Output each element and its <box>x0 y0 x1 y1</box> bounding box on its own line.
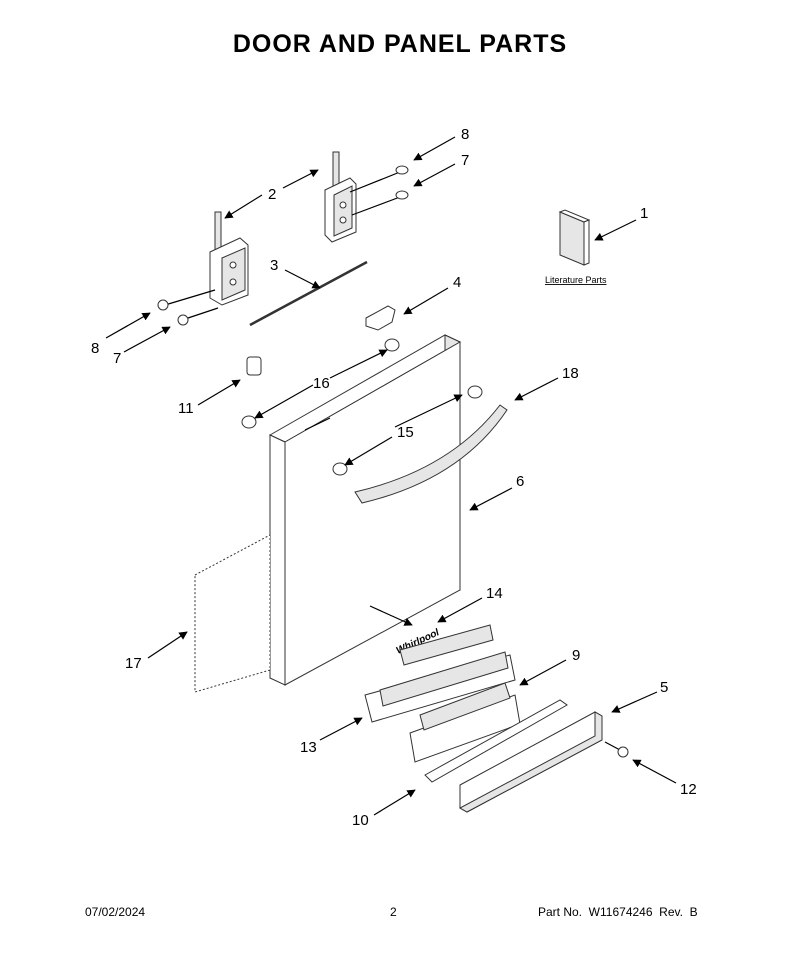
callout-15: 15 <box>397 424 414 441</box>
page-title: DOOR AND PANEL PARTS <box>232 30 568 58</box>
callout-numbers: 1 2 3 4 5 6 7 7 8 8 9 10 11 12 13 14 15 … <box>91 126 697 829</box>
callout-13: 13 <box>300 739 317 756</box>
callout-10: 10 <box>352 812 369 829</box>
callout-leaders <box>105 136 677 816</box>
footer-page-number: 2 <box>390 905 397 919</box>
callout-2: 2 <box>268 186 276 203</box>
kick-plate-screw <box>604 741 629 758</box>
callout-3: 3 <box>270 257 278 274</box>
callout-7-left: 7 <box>113 350 121 367</box>
callout-8-right: 8 <box>461 126 469 143</box>
callout-1: 1 <box>640 205 648 222</box>
hinge-left <box>209 211 249 306</box>
kick-plate-bracket <box>458 711 603 813</box>
door-rod <box>249 260 368 327</box>
callout-4: 4 <box>453 274 461 291</box>
literature-booklet <box>558 209 591 266</box>
callout-9: 9 <box>572 647 580 664</box>
callout-17: 17 <box>125 655 142 672</box>
callout-12: 12 <box>680 781 697 798</box>
hinge-right <box>324 151 357 243</box>
console-panel <box>399 624 494 666</box>
footer-date: 07/02/2024 <box>85 905 146 919</box>
footer-part-number: Part No. W11674246 Rev. B <box>538 905 698 919</box>
toe-kick <box>424 699 568 783</box>
callout-18: 18 <box>562 365 579 382</box>
insulation-panel <box>194 534 271 693</box>
callout-7-right: 7 <box>461 152 469 169</box>
callout-16: 16 <box>313 375 330 392</box>
hinge-screws <box>157 165 409 326</box>
door-panel: Whirlpool <box>268 334 462 686</box>
door-bumpers <box>241 338 483 476</box>
callout-8-left: 8 <box>91 340 99 357</box>
callout-14: 14 <box>486 585 503 602</box>
vent-bracket <box>365 305 396 331</box>
control-panel <box>364 651 516 723</box>
literature-label: Literature Parts <box>545 275 607 285</box>
callout-6: 6 <box>516 473 524 490</box>
clip <box>246 356 262 376</box>
callout-11: 11 <box>178 400 194 417</box>
callout-5: 5 <box>660 679 668 696</box>
door-handle <box>354 404 508 504</box>
